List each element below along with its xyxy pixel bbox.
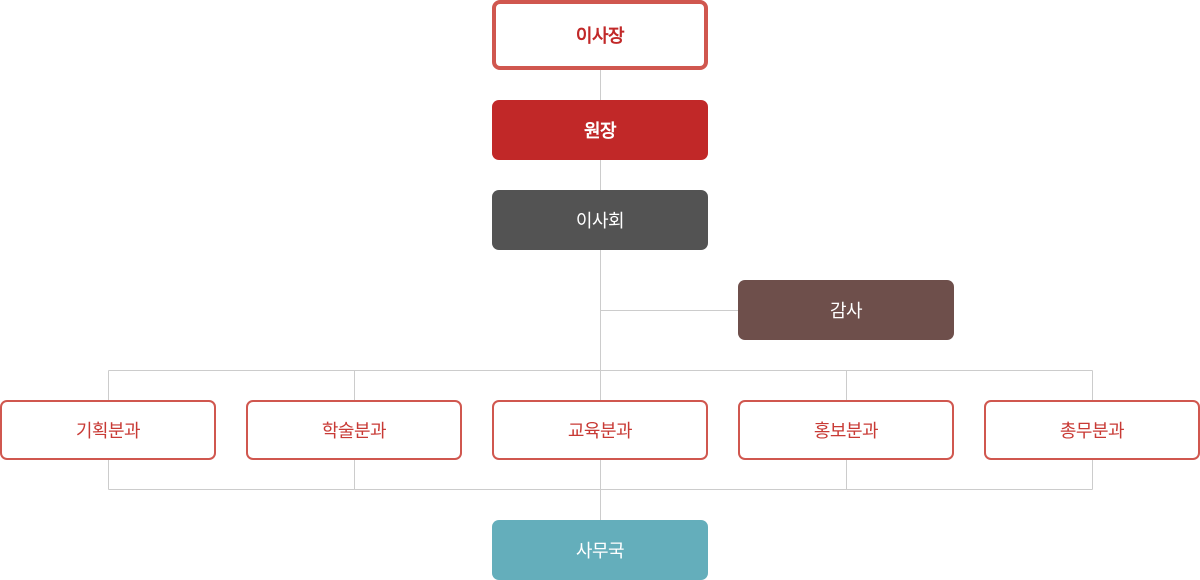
department-label: 학술분과: [321, 421, 387, 442]
chair-box: 이사장: [492, 0, 708, 70]
department-label: 기획분과: [75, 421, 141, 442]
secretariat-label: 사무국: [575, 541, 625, 562]
chair-label: 이사장: [575, 26, 625, 47]
department-box-general-affairs: 총무분과: [984, 400, 1200, 460]
president-label: 원장: [583, 121, 617, 142]
board-box: 이사회: [492, 190, 708, 250]
auditor-box: 감사: [738, 280, 954, 340]
secretariat-box: 사무국: [492, 520, 708, 580]
department-label: 홍보분과: [813, 421, 879, 442]
department-label: 교육분과: [567, 421, 633, 442]
auditor-label: 감사: [829, 301, 863, 322]
board-label: 이사회: [575, 211, 625, 232]
president-box: 원장: [492, 100, 708, 160]
department-box-planning: 기획분과: [0, 400, 216, 460]
department-box-academic: 학술분과: [246, 400, 462, 460]
department-box-education: 교육분과: [492, 400, 708, 460]
department-label: 총무분과: [1059, 421, 1125, 442]
department-box-publicity: 홍보분과: [738, 400, 954, 460]
